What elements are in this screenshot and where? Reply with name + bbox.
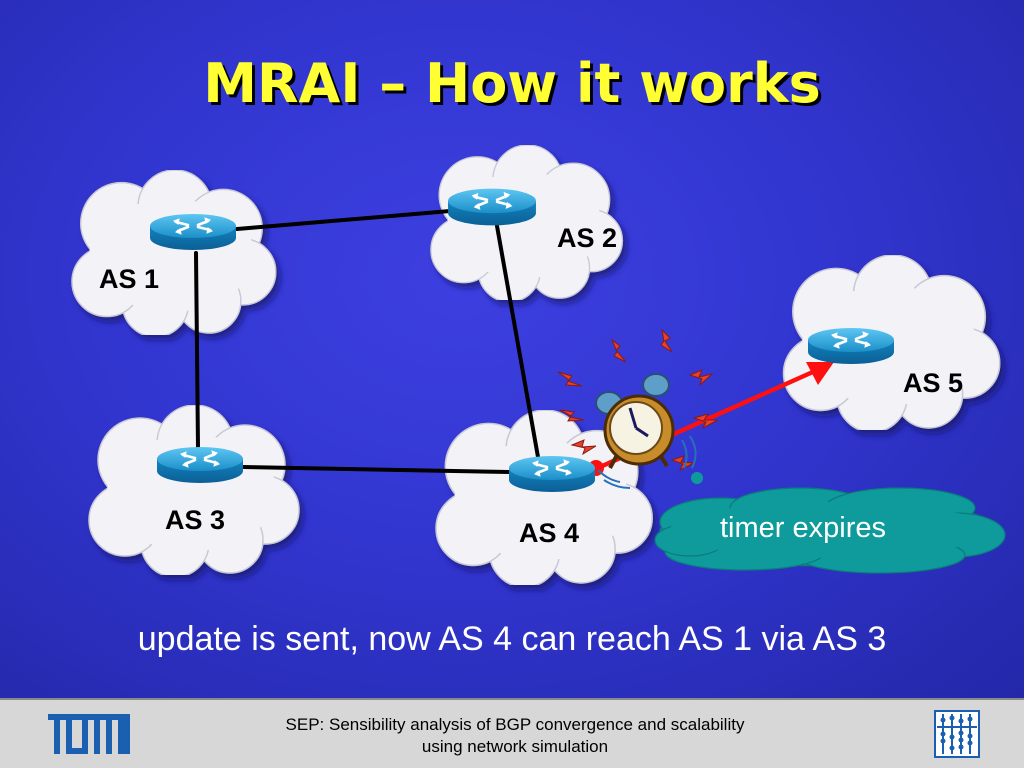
as1-label: AS 1 (99, 264, 160, 294)
tum-logo-icon (48, 714, 130, 754)
alarm-clock-icon (557, 328, 719, 489)
link-as1-as3 (194, 251, 200, 450)
router-as3 (155, 445, 245, 485)
footer-line-1: SEP: Sensibility analysis of BGP converg… (285, 715, 745, 734)
as3-cloud (88, 405, 300, 575)
router-as4 (507, 454, 597, 494)
link-as1-as2 (235, 209, 452, 231)
faculty-seal-icon (934, 710, 980, 758)
network-diagram (71, 145, 1006, 585)
link-as3-as4 (241, 465, 511, 474)
router-as1 (148, 212, 238, 252)
as5-label: AS 5 (903, 368, 964, 398)
as2-label: AS 2 (557, 223, 618, 253)
footer-title: SEP: Sensibility analysis of BGP converg… (190, 714, 840, 758)
timer-expires-text: timer expires (720, 512, 886, 544)
slide-caption: update is sent, now AS 4 can reach AS 1 … (137, 620, 887, 658)
callout-bubble-small (691, 472, 703, 484)
router-as5 (806, 326, 896, 366)
footer-line-2: using network simulation (421, 737, 609, 756)
timer-callout-cloud (654, 487, 1006, 574)
slide-title: MRAI – How it works (203, 52, 821, 115)
link-as2-as4 (495, 224, 540, 459)
as4-label: AS 4 (519, 518, 580, 548)
router-as2 (446, 187, 538, 227)
footer: SEP: Sensibility analysis of BGP converg… (0, 698, 1024, 768)
links (194, 209, 540, 474)
as3-label: AS 3 (165, 505, 226, 535)
as1-cloud (71, 170, 277, 335)
